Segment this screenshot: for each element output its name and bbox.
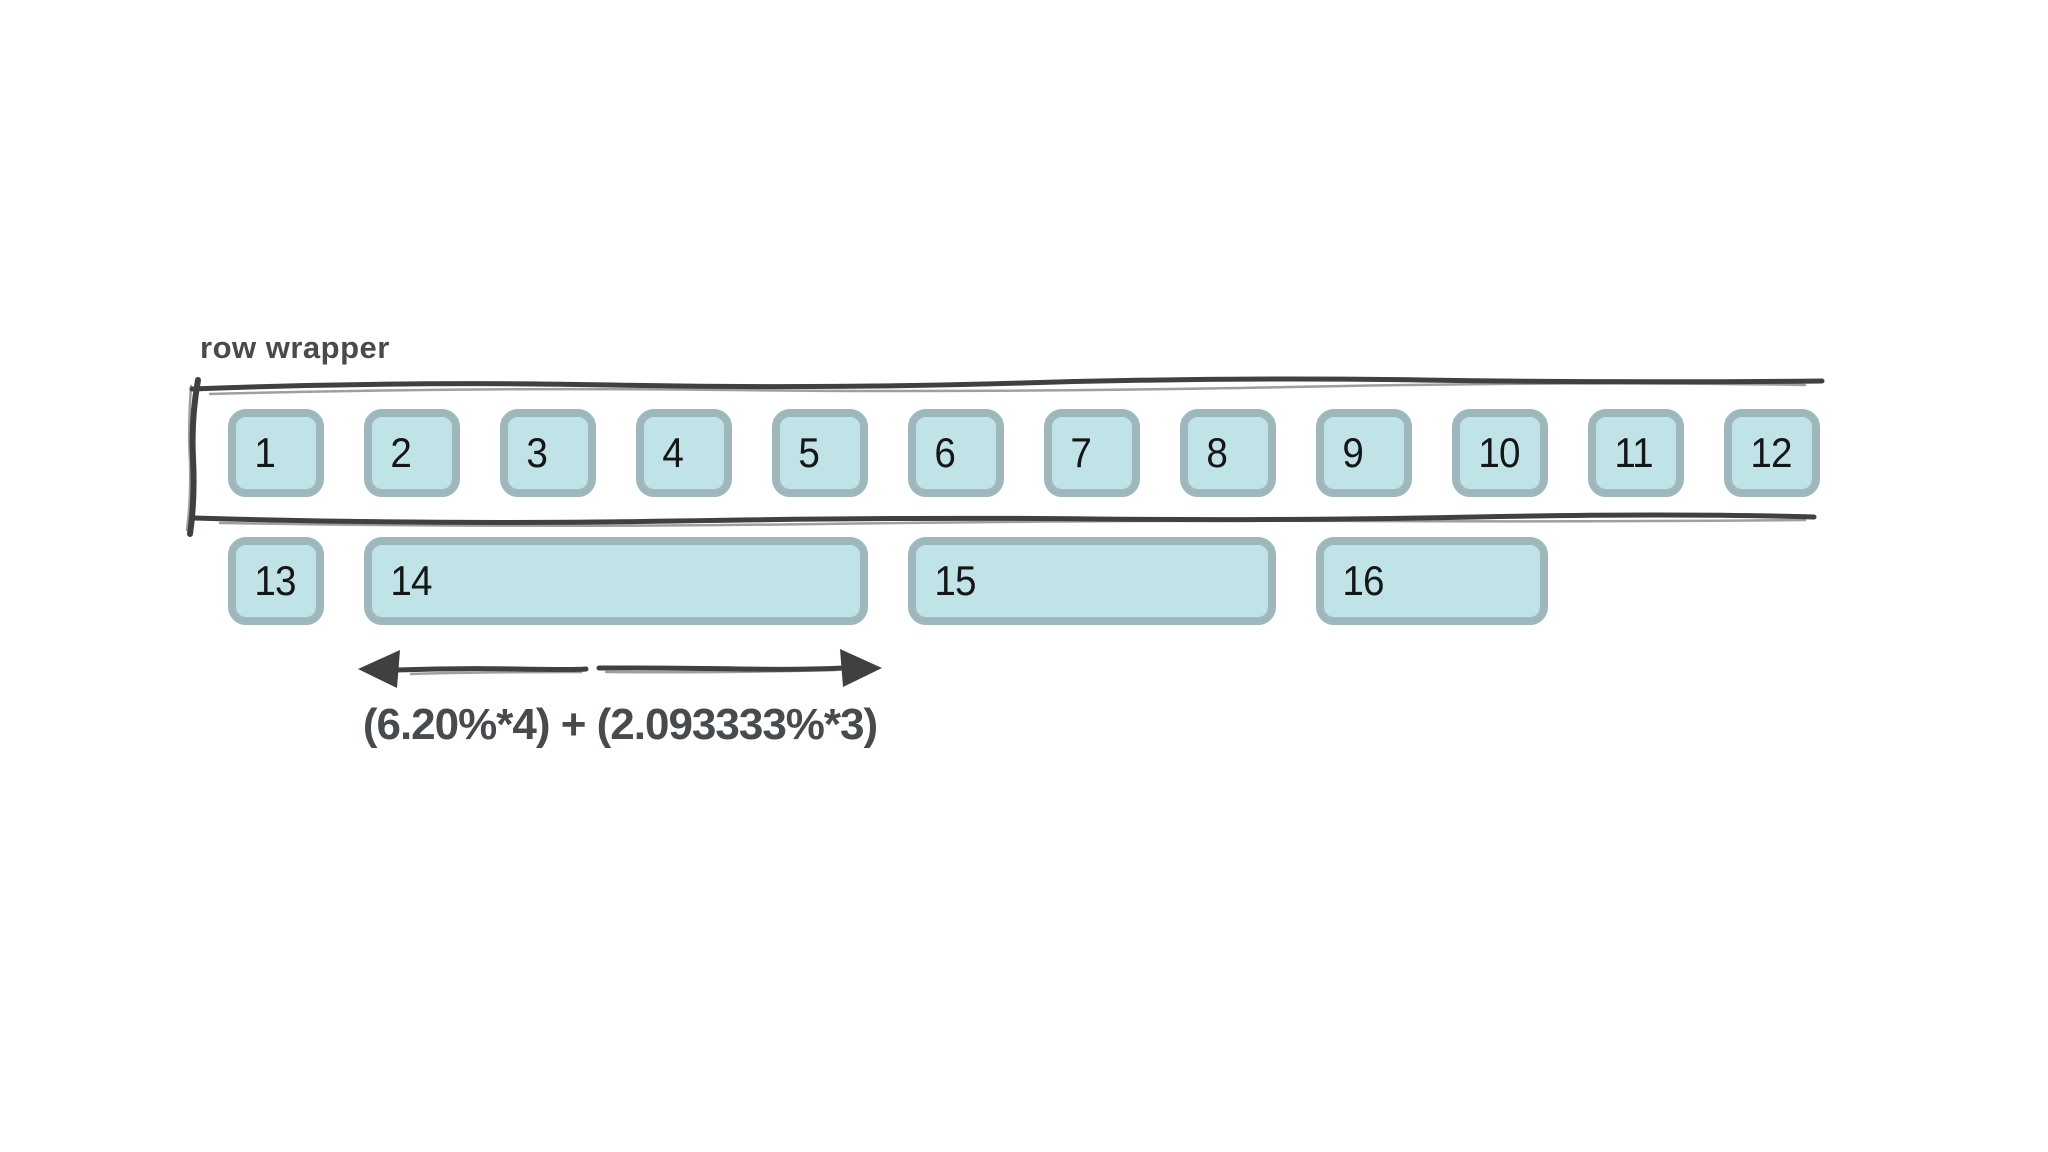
grid-cell-number: 7 (1070, 429, 1091, 476)
grid-cell-4: 4 (636, 409, 732, 497)
grid-cell-15: 15 (908, 537, 1276, 625)
grid-cell-8: 8 (1180, 409, 1276, 497)
grid-cell-number: 12 (1750, 429, 1792, 476)
grid-cell-number: 1 (254, 429, 275, 476)
grid-cell-12: 12 (1724, 409, 1820, 497)
grid-cell-2: 2 (364, 409, 460, 497)
grid-cell-number: 2 (390, 429, 411, 476)
grid-cell-number: 15 (934, 557, 976, 604)
grid-cell-number: 10 (1478, 429, 1520, 476)
grid-row-bottom: 13 14 15 16 (228, 537, 1548, 625)
grid-cell-14: 14 (364, 537, 868, 625)
grid-cell-number: 14 (390, 557, 432, 604)
grid-cell-13: 13 (228, 537, 324, 625)
grid-cell-9: 9 (1316, 409, 1412, 497)
width-formula-label: (6.20%*4) + (2.093333%*3) (362, 700, 878, 749)
grid-cell-5: 5 (772, 409, 868, 497)
grid-cell-16: 16 (1316, 537, 1548, 625)
grid-cell-number: 5 (798, 429, 819, 476)
grid-cell-number: 3 (526, 429, 547, 476)
grid-cell-number: 4 (662, 429, 683, 476)
grid-cell-3: 3 (500, 409, 596, 497)
grid-cell-7: 7 (1044, 409, 1140, 497)
grid-cell-number: 6 (934, 429, 955, 476)
grid-cell-1: 1 (228, 409, 324, 497)
grid-cell-number: 13 (254, 557, 296, 604)
measure-arrow-icon (358, 649, 882, 688)
grid-cell-number: 16 (1342, 557, 1384, 604)
grid-cell-10: 10 (1452, 409, 1548, 497)
row-wrapper-label: row wrapper (200, 330, 390, 365)
grid-cell-11: 11 (1588, 409, 1684, 497)
grid-cell-number: 11 (1614, 429, 1653, 476)
grid-cell-number: 8 (1206, 429, 1227, 476)
grid-cell-number: 9 (1342, 429, 1363, 476)
grid-cell-6: 6 (908, 409, 1004, 497)
